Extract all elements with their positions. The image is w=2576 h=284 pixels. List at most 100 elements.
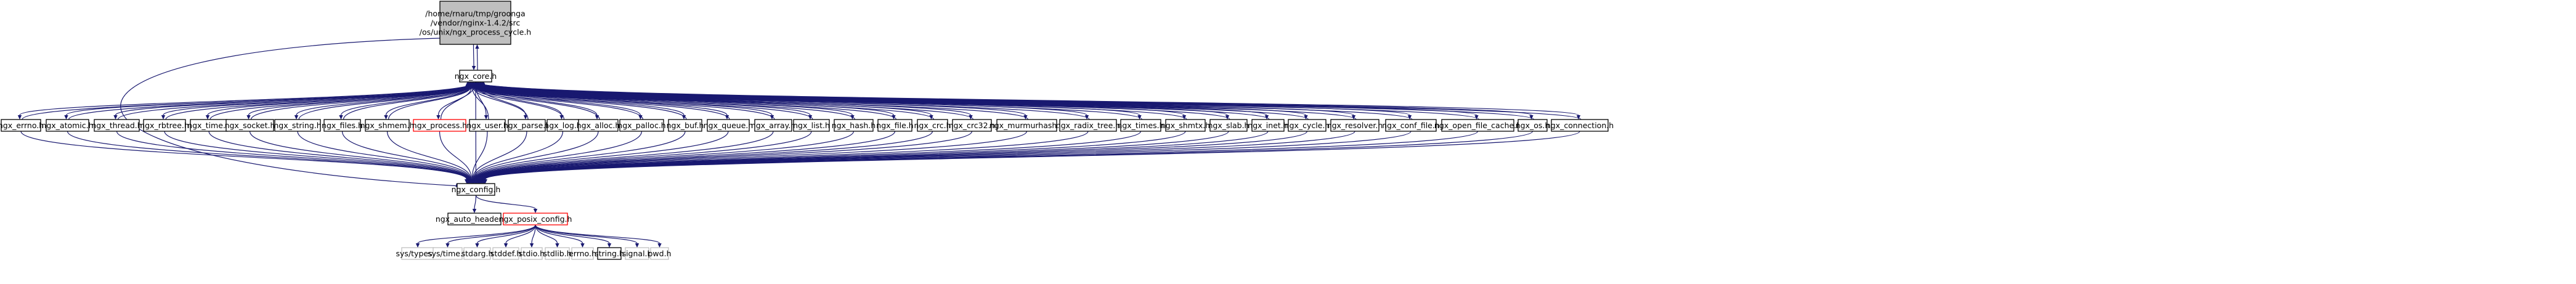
edge-m15-core <box>474 86 687 120</box>
node-label: ngx_posix_config.h <box>499 214 572 224</box>
node-box <box>459 70 492 83</box>
node-box <box>571 247 594 260</box>
edge-arrowhead <box>113 115 118 120</box>
node-b6[interactable]: errno.h <box>569 247 596 260</box>
node-m9[interactable]: ngx_process.h <box>412 119 467 132</box>
node-m31[interactable]: ngx_conf_file.h <box>1382 119 1440 132</box>
edge-arrowhead <box>559 115 564 120</box>
node-box <box>578 119 619 132</box>
node-m17[interactable]: ngx_array.h <box>751 119 795 132</box>
node-m3[interactable]: ngx_rbtree.h <box>140 119 189 132</box>
node-box <box>521 247 543 260</box>
node-label: stddef.h <box>490 249 521 258</box>
node-label: ngx_cycle.h <box>1285 121 1330 130</box>
node-root[interactable]: /home/rnaru/tmp/groonga/vendor/nginx-1.4… <box>420 1 532 45</box>
node-b8[interactable]: signal.h <box>622 247 652 260</box>
node-m34[interactable]: ngx_connection.h <box>1546 119 1614 132</box>
node-m21[interactable]: ngx_crc.h <box>914 119 951 132</box>
node-label: ngx_string.h <box>274 121 321 130</box>
node-m33[interactable]: ngx_os.h <box>1516 119 1550 132</box>
node-m6[interactable]: ngx_string.h <box>274 119 322 132</box>
node-m29[interactable]: ngx_cycle.h <box>1285 119 1330 132</box>
edge-arrowhead <box>607 243 612 248</box>
node-auto[interactable]: ngx_auto_headers.h <box>436 213 513 225</box>
node-b1[interactable]: sys/time.h <box>428 247 468 260</box>
node-m7[interactable]: ngx_files.h <box>322 119 363 132</box>
node-label: ngx_config.h <box>452 185 501 194</box>
edge-config-auto <box>474 195 477 209</box>
edge-arrowhead <box>475 243 479 248</box>
edge-arrowhead <box>472 209 477 213</box>
node-box <box>1059 119 1117 132</box>
edge-arrowhead <box>64 115 68 120</box>
node-m4[interactable]: ngx_time.h <box>187 119 230 132</box>
node-m2[interactable]: ngx_thread.h <box>91 119 142 132</box>
node-box <box>917 119 948 132</box>
node-label: ngx_slab.h <box>1208 121 1249 130</box>
node-posix[interactable]: ngx_posix_config.h <box>499 213 572 225</box>
edge-m6-config <box>297 131 471 180</box>
node-m13[interactable]: ngx_alloc.h <box>577 119 620 132</box>
node-box <box>503 213 568 225</box>
node-m10[interactable]: ngx_user.h <box>466 119 508 132</box>
node-label: /home/rnaru/tmp/groonga <box>425 9 525 18</box>
edge-m7-config <box>341 131 471 180</box>
node-m0[interactable]: ngx_errno.h <box>0 119 44 132</box>
node-box <box>1551 119 1609 132</box>
node-box <box>508 119 546 132</box>
node-m12[interactable]: ngx_log.h <box>544 119 582 132</box>
node-m32[interactable]: ngx_open_file_cache.h <box>1434 119 1521 132</box>
node-box <box>1 119 41 132</box>
node-m16[interactable]: ngx_queue.h <box>704 119 754 132</box>
node-label: ngx_log.h <box>544 121 581 130</box>
node-label: ngx_shmtx.h <box>1161 121 1210 130</box>
node-m8[interactable]: ngx_shmem.h <box>360 119 415 132</box>
edge-m17-config <box>475 131 774 180</box>
node-m23[interactable]: ngx_murmurhash.h <box>989 119 1064 132</box>
node-m18[interactable]: ngx_list.h <box>793 119 830 132</box>
edge-m31-config <box>483 131 1412 180</box>
edge-posix-b0 <box>417 224 536 244</box>
node-box <box>433 247 463 260</box>
node-box <box>793 119 830 132</box>
node-m19[interactable]: ngx_hash.h <box>832 119 876 132</box>
edge-arrowhead <box>1304 115 1308 120</box>
node-box <box>996 119 1057 132</box>
node-b4[interactable]: stdio.h <box>519 247 545 260</box>
node-m5[interactable]: ngx_socket.h <box>225 119 275 132</box>
edge-m23-config <box>479 131 1028 180</box>
node-label: ngx_list.h <box>793 121 830 130</box>
edge-m18-core <box>476 86 813 120</box>
node-box <box>46 119 89 132</box>
node-config[interactable]: ngx_config.h <box>452 183 501 196</box>
node-m26[interactable]: ngx_shmtx.h <box>1161 119 1210 132</box>
edge-posix-b6 <box>535 224 583 244</box>
node-core[interactable]: ngx_core.h <box>455 70 497 83</box>
edge-arrowhead <box>17 115 22 120</box>
node-b3[interactable]: stddef.h <box>490 247 521 260</box>
node-b5[interactable]: stdlib.h <box>543 247 572 260</box>
node-m24[interactable]: ngx_radix_tree.h <box>1056 119 1120 132</box>
edge-m13-config <box>473 131 599 180</box>
node-m11[interactable]: ngx_parse.h <box>503 119 550 132</box>
node-m25[interactable]: ngx_times.h <box>1117 119 1164 132</box>
node-box <box>226 119 274 132</box>
node-m14[interactable]: ngx_palloc.h <box>617 119 666 132</box>
node-box <box>1209 119 1248 132</box>
node-b0[interactable]: sys/types.h <box>396 247 440 260</box>
node-m30[interactable]: ngx_resolver.h <box>1327 119 1383 132</box>
node-b9[interactable]: pwd.h <box>648 247 672 260</box>
edges-layer <box>17 38 1582 248</box>
node-m15[interactable]: ngx_buf.h <box>667 119 704 132</box>
node-box <box>1518 119 1548 132</box>
node-m28[interactable]: ngx_inet.h <box>1248 119 1288 132</box>
node-m20[interactable]: ngx_file.h <box>876 119 914 132</box>
edge-arrowhead <box>436 115 441 120</box>
node-label: ngx_rbtree.h <box>140 121 189 130</box>
node-m22[interactable]: ngx_crc32.h <box>949 119 996 132</box>
node-b7[interactable]: string.h <box>595 247 624 260</box>
node-b2[interactable]: stdarg.h <box>461 247 494 260</box>
edge-arrowhead <box>445 243 450 248</box>
node-m27[interactable]: ngx_slab.h <box>1208 119 1249 132</box>
node-m1[interactable]: ngx_atomic.h <box>41 119 94 132</box>
